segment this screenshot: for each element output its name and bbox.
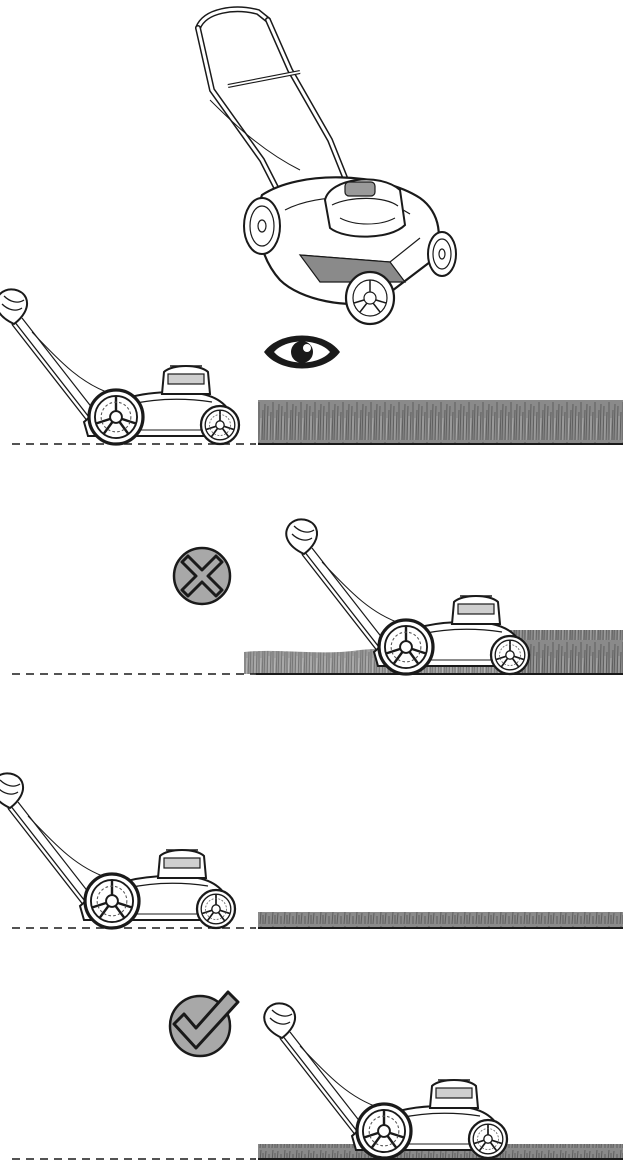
mower-side-view: [0, 773, 235, 928]
mower-side-view: [264, 1003, 507, 1158]
panel-mowed: [0, 773, 623, 928]
eye-icon: [264, 336, 340, 369]
mower-side-view: [0, 289, 239, 444]
cross-icon: [174, 548, 230, 604]
short-grass: [258, 912, 623, 928]
check-icon: [170, 992, 238, 1056]
panel-correct: [12, 992, 623, 1160]
mower-side-view: [286, 519, 529, 674]
mower-overview-illustration: [198, 9, 456, 324]
panel-wrong: [12, 519, 623, 674]
panel-inspect: [0, 289, 623, 444]
tall-grass: [258, 400, 623, 444]
